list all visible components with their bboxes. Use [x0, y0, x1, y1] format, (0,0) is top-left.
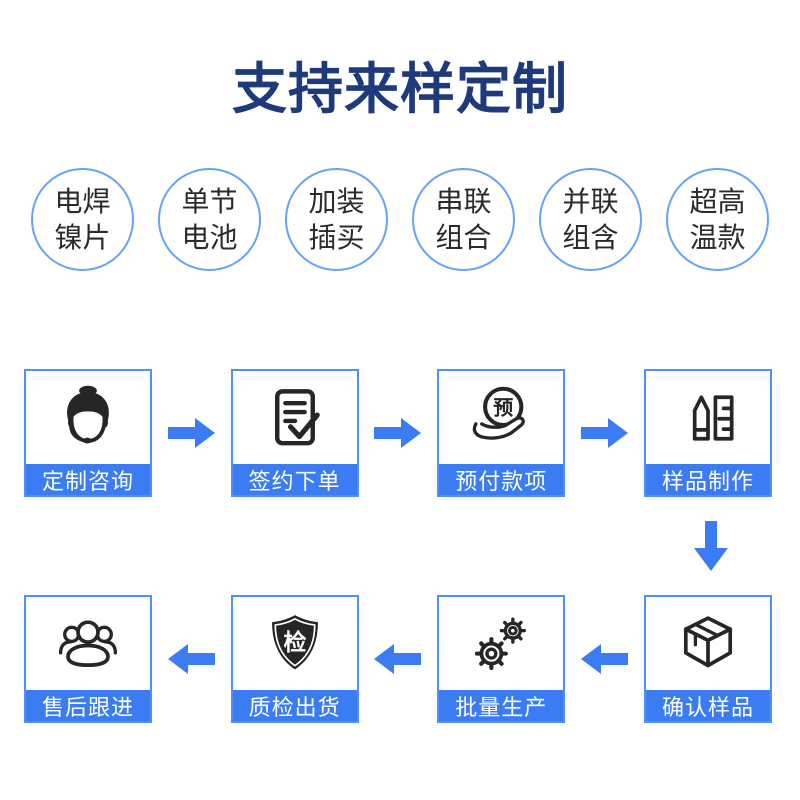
step-label: 质检出货	[232, 690, 357, 721]
option-circles-row: 电焊 镍片 单节 电池 加装 插买 串联 组合 并联 组含 超高 温款	[0, 168, 800, 271]
step-icon-area	[26, 597, 150, 690]
customer-service-icon	[67, 385, 109, 444]
step-label: 预付款项	[439, 464, 564, 495]
flow-arrow-down-icon	[694, 521, 728, 576]
option-line: 电池	[181, 221, 238, 253]
step-sign-order: 签约下单	[230, 369, 359, 497]
option-circle-parallel: 并联 组含	[539, 168, 642, 271]
gears-icon	[475, 617, 527, 670]
step-after-sales: 售后跟进	[24, 595, 152, 723]
option-line: 串联	[435, 185, 492, 217]
process-row-1: 定制咨询 签约下单 预	[24, 369, 772, 497]
flow-arrow-right-icon	[581, 416, 629, 450]
step-icon-area	[439, 597, 564, 690]
option-line: 镍片	[54, 221, 111, 253]
step-icon-area	[645, 597, 770, 690]
option-line: 超高	[689, 185, 746, 217]
option-line: 单节	[181, 185, 238, 217]
shield-check-icon: 检	[271, 614, 318, 670]
step-icon-area: 检	[232, 597, 357, 690]
option-circle-high-temp: 超高 温款	[666, 168, 769, 271]
step-icon-area: 预	[439, 371, 564, 464]
step-icon-area	[26, 371, 150, 464]
step-confirm-sample: 确认样品	[643, 595, 772, 723]
step-label: 定制咨询	[26, 464, 150, 495]
option-line: 组合	[435, 221, 492, 253]
option-circle-add-plug: 加装 插买	[285, 168, 388, 271]
step-icon-area	[232, 371, 357, 464]
option-line: 组含	[562, 221, 619, 253]
flow-arrow-left-icon	[374, 642, 422, 676]
flow-arrow-left-icon	[581, 642, 629, 676]
step-prepay: 预 预付款项	[437, 369, 566, 497]
option-circle-series: 串联 组合	[412, 168, 515, 271]
step-label: 确认样品	[645, 690, 770, 721]
option-circle-weld-nickel: 电焊 镍片	[31, 168, 134, 271]
option-line: 插买	[308, 221, 365, 253]
page-title: 支持来样定制	[231, 58, 568, 120]
shield-character: 检	[283, 628, 306, 654]
people-group-icon	[58, 619, 118, 667]
step-label: 批量生产	[439, 690, 564, 721]
process-row-2: 售后跟进 检 质检出货	[24, 595, 772, 723]
step-icon-area	[645, 371, 770, 464]
option-line: 并联	[562, 185, 619, 217]
option-line: 加装	[308, 185, 365, 217]
pencil-ruler-icon	[692, 394, 734, 441]
step-label: 样品制作	[645, 464, 770, 495]
step-label: 签约下单	[232, 464, 357, 495]
flow-arrow-right-icon	[374, 416, 422, 450]
step-mass-production: 批量生产	[437, 595, 566, 723]
option-line: 温款	[689, 221, 746, 253]
prepayment-hand-coin-icon: 预	[473, 386, 526, 440]
package-box-icon	[683, 615, 733, 667]
flow-arrow-left-icon	[167, 642, 215, 676]
step-consult: 定制咨询	[24, 369, 152, 497]
option-line: 电焊	[54, 185, 111, 217]
flow-arrow-right-icon	[167, 416, 215, 450]
coin-character: 预	[494, 396, 514, 419]
option-circle-single-cell: 单节 电池	[158, 168, 261, 271]
step-label: 售后跟进	[26, 690, 150, 721]
step-sample-making: 样品制作	[643, 369, 772, 497]
contract-check-icon	[274, 388, 320, 445]
step-quality-check: 检 质检出货	[230, 595, 359, 723]
